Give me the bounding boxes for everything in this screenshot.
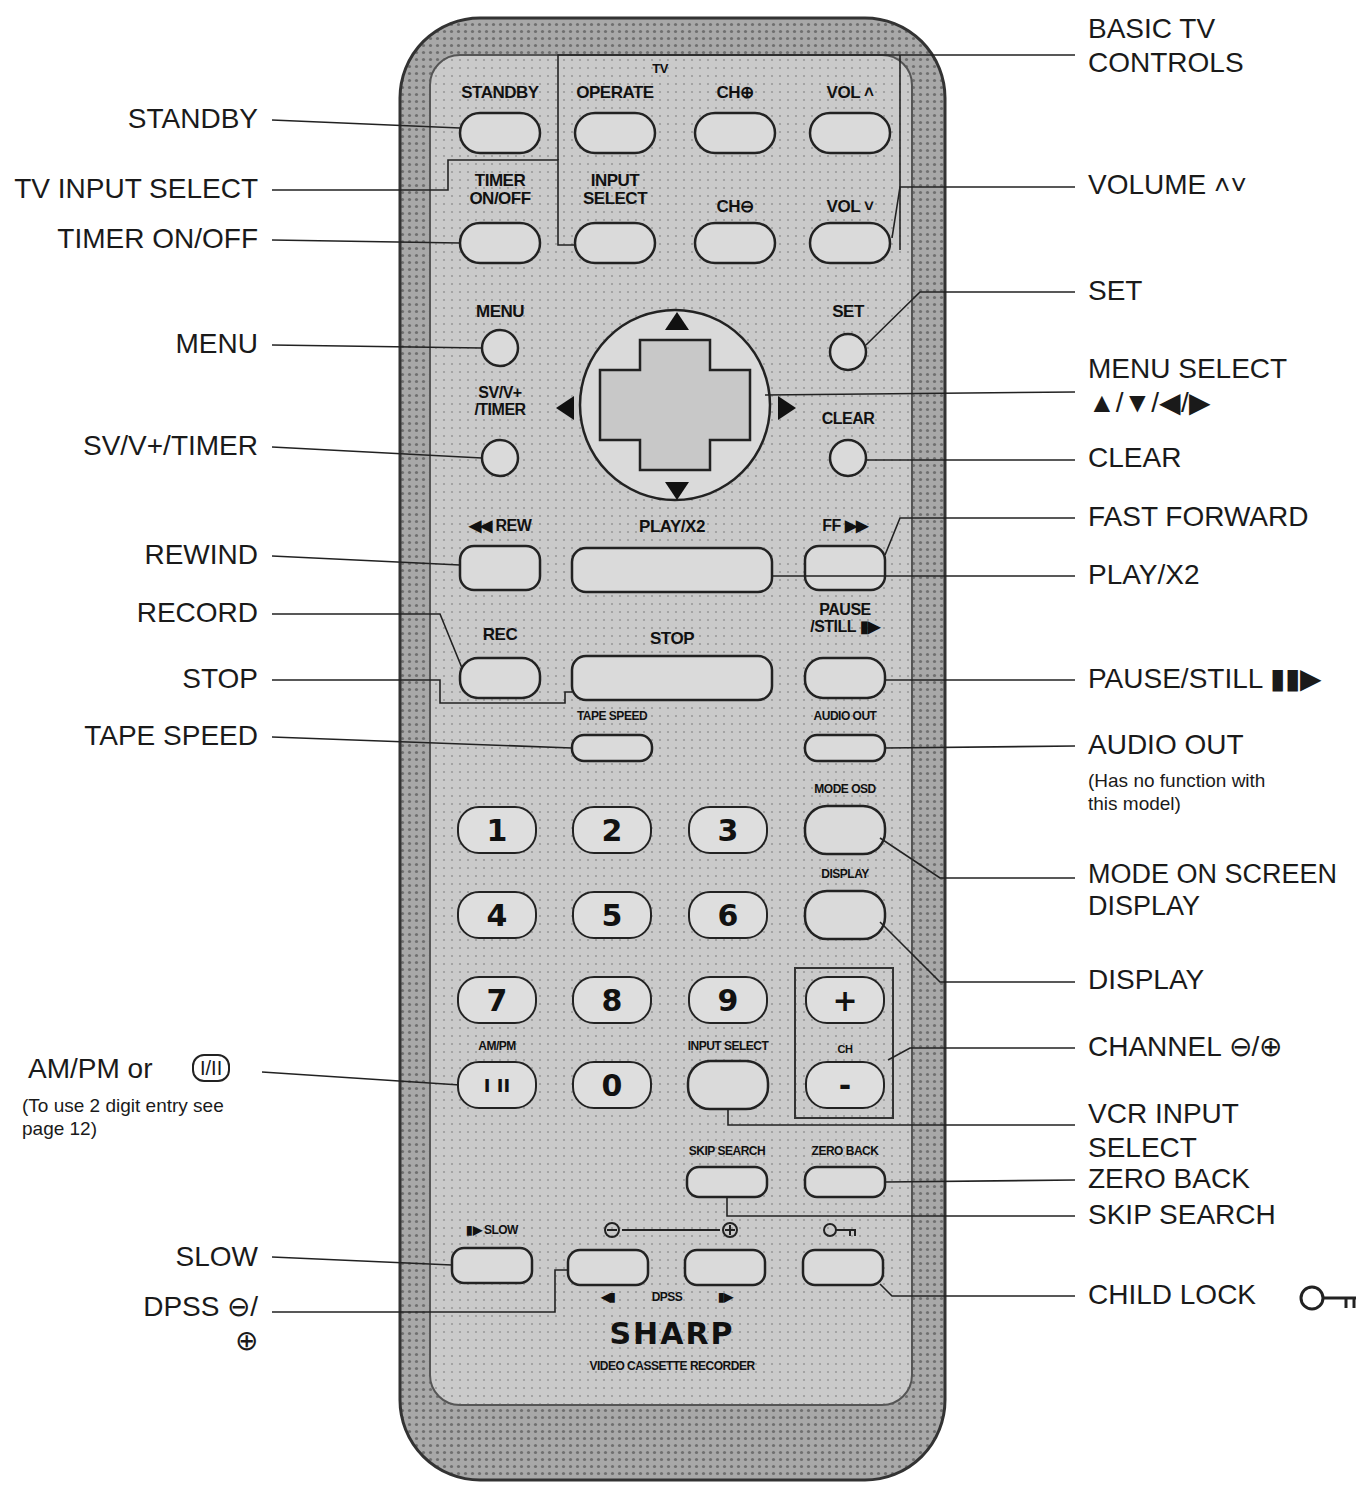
button-label: ▮▶ SLOW <box>452 1224 532 1237</box>
button-text: 9 <box>718 983 739 1018</box>
button-label: VIDEO CASSETTE RECORDER <box>562 1360 782 1373</box>
button-label: ▮▶ <box>710 1291 740 1304</box>
button-text: 3 <box>718 813 739 848</box>
callout-label: MENU SELECT ▲/▼/◀/▶ <box>1088 352 1323 419</box>
button-text: - <box>839 1068 851 1103</box>
callout-label: AUDIO OUT <box>1088 728 1353 762</box>
button-label: REC <box>470 626 530 644</box>
remote-button: 8 <box>572 976 652 1024</box>
button-label: TV <box>640 62 680 76</box>
remote-button: 4 <box>457 891 537 939</box>
callout-label: SV/V+/TIMER <box>8 429 258 463</box>
button-text: 0 <box>602 1068 623 1103</box>
remote-button: 3 <box>688 806 768 854</box>
button-label: TAPE SPEED <box>562 710 662 723</box>
button-label: ◀◀ REW <box>455 518 545 535</box>
callout-label: MODE ON SCREEN DISPLAY <box>1088 858 1358 923</box>
button-label: CH⊕ <box>690 84 780 102</box>
button-label: SET <box>818 303 878 321</box>
callout-label: REWIND <box>8 538 258 572</box>
button-text: 7 <box>487 983 508 1018</box>
button-label: OPERATE <box>570 84 660 102</box>
callout-label: AM/PM or <box>28 1052 188 1086</box>
callout-label: ZERO BACK <box>1088 1162 1353 1196</box>
callout-label: BASIC TV CONTROLS <box>1088 12 1288 79</box>
button-label: SV/V+ /TIMER <box>465 385 535 419</box>
button-label: STOP <box>632 630 712 648</box>
button-label: CLEAR <box>813 411 883 428</box>
button-label: ZERO BACK <box>800 1145 890 1158</box>
button-text: 2 <box>602 813 623 848</box>
remote-button: + <box>805 976 885 1024</box>
callout-label: CHANNEL ⊖/⊕ <box>1088 1030 1358 1064</box>
callout-label: FAST FORWARD <box>1088 500 1358 534</box>
callout-label: DPSS ⊖/⊕ <box>138 1290 258 1357</box>
remote-button: 6 <box>688 891 768 939</box>
button-label: ◀▮ <box>593 1291 623 1304</box>
callout-label: TAPE SPEED <box>8 719 258 753</box>
button-label: AM/PM <box>457 1040 537 1053</box>
button-label: PAUSE /STILL ▮▶ <box>800 602 890 636</box>
remote-button: 2 <box>572 806 652 854</box>
button-label: PLAY/X2 <box>617 518 727 536</box>
remote-button: 7 <box>457 976 537 1024</box>
button-label: SHARP <box>592 1318 752 1350</box>
symbol-label: I/II <box>192 1054 230 1082</box>
callout-label: DISPLAY <box>1088 963 1353 997</box>
button-label: TIMER ON/OFF <box>460 172 540 208</box>
button-text: 6 <box>718 898 739 933</box>
callout-label: VOLUME ˄˅ <box>1088 168 1353 202</box>
button-text: 4 <box>487 898 508 933</box>
button-label: CH <box>825 1044 865 1056</box>
callout-label: VCR INPUT SELECT <box>1088 1097 1308 1164</box>
button-label: SKIP SEARCH <box>677 1145 777 1158</box>
remote-button: 5 <box>572 891 652 939</box>
button-label: MENU <box>460 303 540 321</box>
remote-button: I II <box>457 1061 537 1109</box>
button-text: 5 <box>602 898 623 933</box>
button-label: INPUT SELECT <box>573 172 657 208</box>
callout-label: STANDBY <box>8 102 258 136</box>
button-label: INPUT SELECT <box>678 1040 778 1053</box>
callout-label: TV INPUT SELECT <box>8 172 258 206</box>
callout-label: CHILD LOCK <box>1088 1278 1298 1312</box>
button-label: DPSS <box>647 1291 687 1304</box>
button-label: CH⊖ <box>695 198 775 216</box>
callout-label: (Has no function with this model) <box>1088 770 1298 816</box>
callout-label: TIMER ON/OFF <box>8 222 258 256</box>
callout-label: STOP <box>8 662 258 696</box>
remote-button: 1 <box>457 806 537 854</box>
button-label: VOL ˅ <box>815 198 885 216</box>
callout-label: PLAY/X2 <box>1088 558 1353 592</box>
callout-label: SET <box>1088 274 1353 308</box>
button-text: 8 <box>602 983 623 1018</box>
button-text: 1 <box>487 813 508 848</box>
button-label: FF ▶▶ <box>805 518 885 535</box>
button-label: AUDIO OUT <box>800 710 890 723</box>
callout-label: (To use 2 digit entry see page 12) <box>22 1095 242 1141</box>
callout-label: SLOW <box>8 1240 258 1274</box>
button-label: DISPLAY <box>800 868 890 881</box>
remote-button: 0 <box>572 1061 652 1109</box>
remote-button: 9 <box>688 976 768 1024</box>
callout-label: RECORD <box>8 596 258 630</box>
button-text: + <box>832 983 857 1018</box>
button-label: STANDBY <box>455 84 545 102</box>
callout-label: CLEAR <box>1088 441 1353 475</box>
remote-button: - <box>805 1061 885 1109</box>
button-label: VOL ˄ <box>810 84 890 102</box>
button-label: MODE OSD <box>800 783 890 796</box>
callout-label: SKIP SEARCH <box>1088 1198 1353 1232</box>
callout-label: PAUSE/STILL ▮▮▶ <box>1088 662 1360 696</box>
callout-label: MENU <box>8 327 258 361</box>
button-text: I II <box>484 1075 510 1096</box>
